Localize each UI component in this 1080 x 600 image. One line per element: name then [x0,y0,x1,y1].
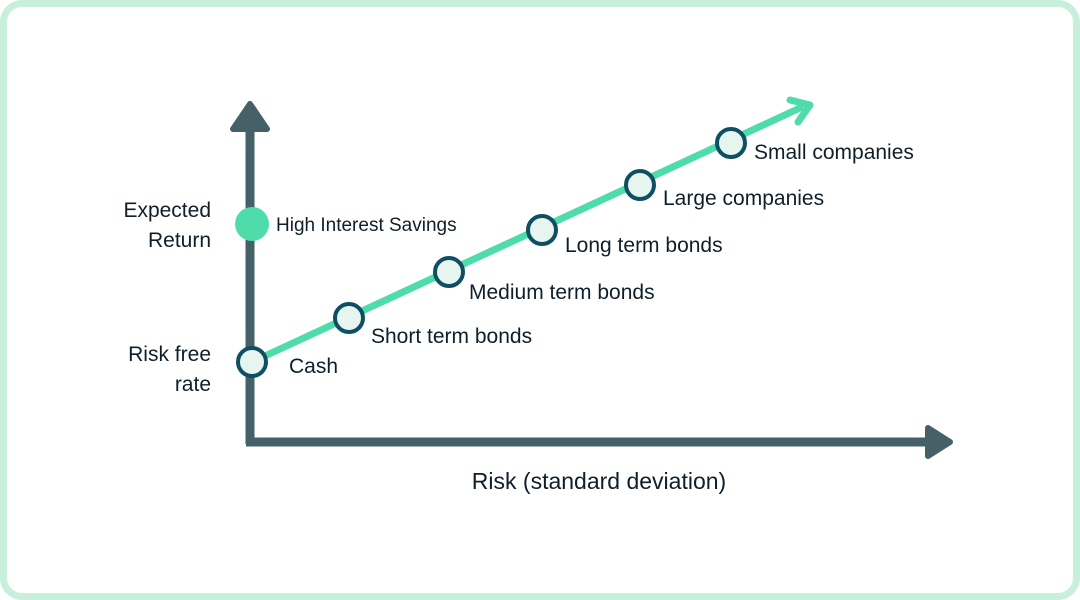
node-large-companies: Large companies [624,169,824,210]
y-axis-label-line1: Expected [123,199,211,222]
y-axis-label-line2: Return [148,229,211,252]
risk-free-label-line2: rate [175,373,211,396]
node-small-companies: Small companies [715,127,914,164]
node-long-term-bonds-marker [526,214,558,246]
node-cash-label: Cash [289,355,338,378]
risk-return-line-arrowhead [786,96,814,126]
node-cash: Cash [236,346,338,378]
high-interest-savings-label: High Interest Savings [276,215,457,236]
node-short-term-bonds-label: Short term bonds [371,325,532,348]
node-cash-marker [236,346,268,378]
node-short-term-bonds: Short term bonds [333,302,532,348]
x-axis-arrowhead [925,425,953,459]
risk-free-label-line1: Risk free [128,343,211,366]
node-large-companies-marker [624,169,656,201]
y-axis-arrowhead [230,101,270,132]
node-long-term-bonds: Long term bonds [526,214,723,257]
x-axis-label: Risk (standard deviation) [472,468,726,494]
node-small-companies-marker [715,127,747,159]
node-medium-term-bonds-marker [433,256,465,288]
node-long-term-bonds-label: Long term bonds [565,234,723,257]
node-large-companies-label: Large companies [663,187,824,210]
node-short-term-bonds-marker [333,302,365,334]
node-medium-term-bonds-label: Medium term bonds [469,281,655,304]
node-small-companies-label: Small companies [754,141,914,164]
high-interest-savings-dot [235,207,269,241]
node-medium-term-bonds: Medium term bonds [433,256,655,304]
